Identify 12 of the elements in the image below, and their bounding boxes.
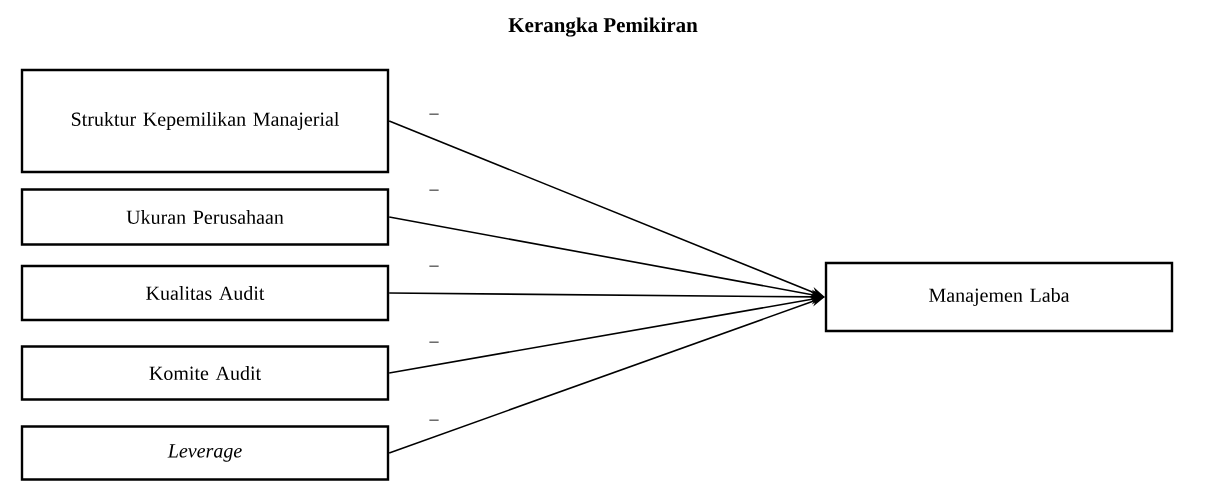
box: Kualitas Audit [20, 264, 390, 322]
box: Komite Audit [20, 345, 390, 401]
edge-label: – [428, 188, 440, 196]
box: Ukuran Perusahaan [20, 188, 390, 246]
box: Struktur Kepemilikan Manajerial [20, 68, 390, 174]
edge-label: – [428, 264, 440, 272]
edge-label: – [428, 112, 440, 120]
box: Leverage [20, 425, 390, 481]
edge-label: – [428, 418, 440, 426]
title: Kerangka Pemikiran [508, 17, 698, 37]
edge-label: – [428, 340, 440, 348]
box: Manajemen Laba [824, 261, 1174, 333]
